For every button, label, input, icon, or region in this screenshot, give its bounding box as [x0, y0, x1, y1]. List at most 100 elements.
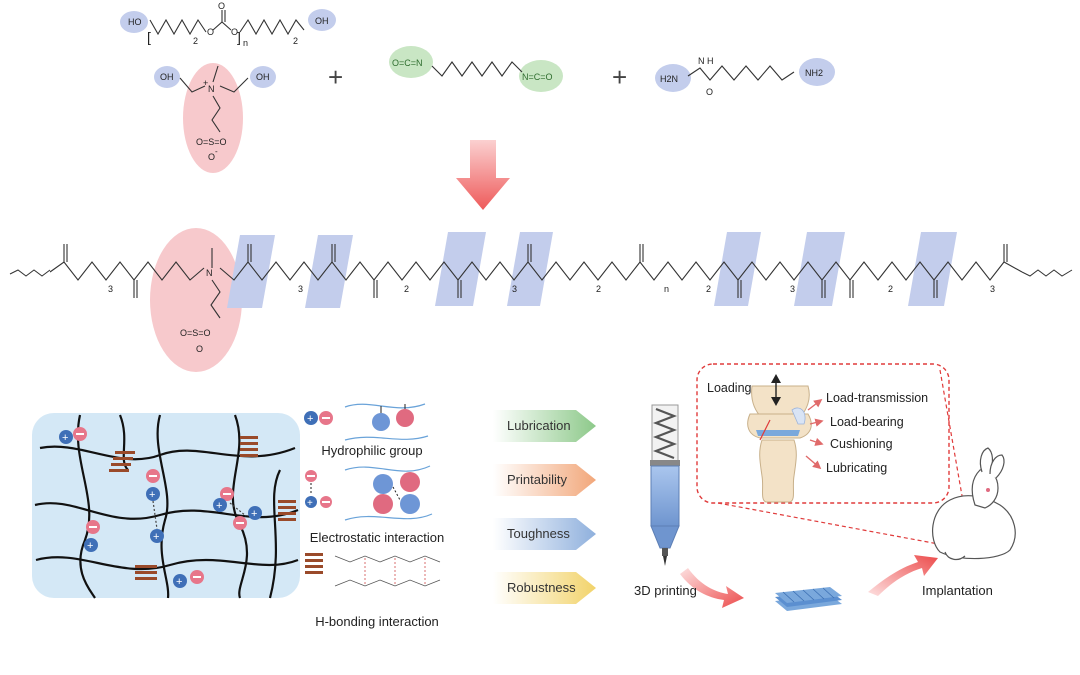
- svg-text:2: 2: [706, 284, 711, 294]
- svg-text:n: n: [664, 284, 669, 294]
- sulfobetaine-segment-highlight: [150, 228, 242, 372]
- knee-joint-illustration: [747, 374, 812, 503]
- knee-callout-frame: [696, 363, 950, 504]
- network-background: [32, 413, 300, 598]
- sb-n-label: N: [208, 84, 215, 94]
- svg-text:O: O: [231, 27, 238, 37]
- electrostatic-dashes: [152, 500, 247, 530]
- hbond-label: H-bonding interaction: [315, 614, 439, 629]
- knee-item-cushioning: Cushioning: [830, 437, 893, 451]
- svg-text:3: 3: [108, 284, 113, 294]
- sb-oh-left: OH: [160, 72, 174, 82]
- pcdl-sub-2b: 2: [293, 36, 298, 46]
- chain-end-right: [1021, 269, 1073, 277]
- screw-icon: [652, 407, 678, 460]
- svg-text:2: 2: [888, 284, 893, 294]
- print-arrow: [680, 568, 744, 608]
- pcdl-monomer: HO OH O O O [ ] 2 n 2: [120, 1, 336, 48]
- polymer-backbone: [49, 261, 1023, 281]
- implant-arrow: [868, 555, 938, 596]
- hdi-chain: [431, 61, 523, 77]
- adh-o: O: [706, 87, 713, 97]
- svg-text:3: 3: [990, 284, 995, 294]
- hdi-left-group: O=C=N: [392, 58, 423, 68]
- isocyanate-highlight: [519, 60, 563, 92]
- svg-text:2: 2: [404, 284, 409, 294]
- isocyanate-highlight: [389, 46, 433, 78]
- electrostatic-label: Electrostatic interaction: [309, 530, 445, 545]
- polymer-chain: N O=S=O O 3 3 2 3 2 n 2 3 2: [9, 228, 1073, 372]
- property-arrow-robustness: [493, 572, 596, 604]
- svg-text:[: [: [147, 29, 151, 45]
- svg-text:+: +: [216, 500, 222, 512]
- printing-label: 3D printing: [634, 583, 697, 598]
- svg-text:+: +: [87, 540, 93, 552]
- pcdl-sub-2: 2: [193, 36, 198, 46]
- printed-scaffold: [775, 587, 842, 611]
- rabbit-illustration: [932, 447, 1016, 561]
- hbond-legend-icon: [305, 553, 323, 574]
- adh-right: NH2: [805, 68, 823, 78]
- polymer-o-minus: O: [196, 344, 203, 354]
- plus-sign: +: [328, 62, 343, 92]
- svg-text:3: 3: [298, 284, 303, 294]
- adh-monomer: H2N NH2 N H O: [655, 56, 835, 97]
- svg-text:+: +: [307, 498, 313, 509]
- hdi-right-group: N=C=O: [522, 72, 553, 82]
- reaction-arrow: [456, 140, 510, 210]
- hbond-clusters: [109, 436, 296, 580]
- legend-icons: + +: [304, 403, 441, 587]
- sb-oh-right: OH: [256, 72, 270, 82]
- property-arrows: [493, 410, 596, 604]
- svg-text:+: +: [149, 489, 155, 501]
- polymer-n-plus: N: [206, 268, 213, 278]
- loading-label: Loading: [707, 381, 752, 395]
- sb-plus-label: +: [203, 78, 208, 88]
- charge-pairs: + + + + + + +: [59, 427, 262, 588]
- knee-item-load-bearing: Load-bearing: [830, 415, 904, 429]
- chain-end-left: [9, 269, 51, 277]
- sb-o-minus: O: [208, 152, 215, 162]
- adh-nh: N H: [698, 56, 714, 66]
- svg-text:+: +: [251, 508, 257, 520]
- svg-text:2: 2: [596, 284, 601, 294]
- pcdl-sub-n: n: [243, 38, 248, 48]
- knee-item-lubricating: Lubricating: [826, 461, 888, 475]
- sb-minus: -: [215, 147, 218, 156]
- svg-text:3: 3: [512, 284, 517, 294]
- hydroxyl-highlight: [120, 11, 148, 33]
- pcdl-oh-label: OH: [315, 16, 329, 26]
- hydrazide-highlight: [799, 58, 835, 86]
- svg-text:+: +: [307, 413, 313, 425]
- svg-text:O: O: [218, 1, 225, 11]
- knee-callout: [696, 363, 969, 549]
- property-arrow-toughness: [493, 518, 596, 550]
- svg-text:]: ]: [237, 29, 241, 45]
- pcdl-ho-label: HO: [128, 17, 142, 27]
- sb-sulfonate: O=S=O: [196, 137, 227, 147]
- polymer-sulfonate: O=S=O: [180, 328, 211, 338]
- knee-item-load-transmission: Load-transmission: [826, 391, 929, 405]
- adh-chain: [687, 65, 795, 81]
- property-arrow-lubrication: [493, 410, 596, 442]
- property-label-toughness: Toughness: [507, 526, 570, 541]
- hydrophilic-group-label: Hydrophilic group: [321, 443, 423, 458]
- carbonyl-groups: [63, 244, 1008, 298]
- hydroxyl-highlight: [250, 66, 276, 88]
- sulfobetaine-monomer: OH OH N + O=S=O O -: [154, 63, 276, 173]
- network-panel: + + + + + + +: [32, 413, 300, 599]
- svg-text:+: +: [176, 576, 182, 588]
- urethane-highlights: [227, 232, 957, 308]
- svg-text:3: 3: [790, 284, 795, 294]
- property-arrow-printability: [493, 464, 596, 496]
- hydroxyl-highlight: [154, 66, 180, 88]
- hydrazide-highlight: [655, 64, 691, 92]
- pcdl-zigzag: [149, 18, 207, 36]
- svg-text:O: O: [207, 27, 214, 37]
- chain-subscripts: 3 3 2 3 2 n 2 3 2 3: [108, 284, 995, 294]
- property-label-robustness: Robustness: [507, 580, 576, 595]
- hydroxyl-highlight: [308, 9, 336, 31]
- svg-text:+: +: [62, 432, 68, 444]
